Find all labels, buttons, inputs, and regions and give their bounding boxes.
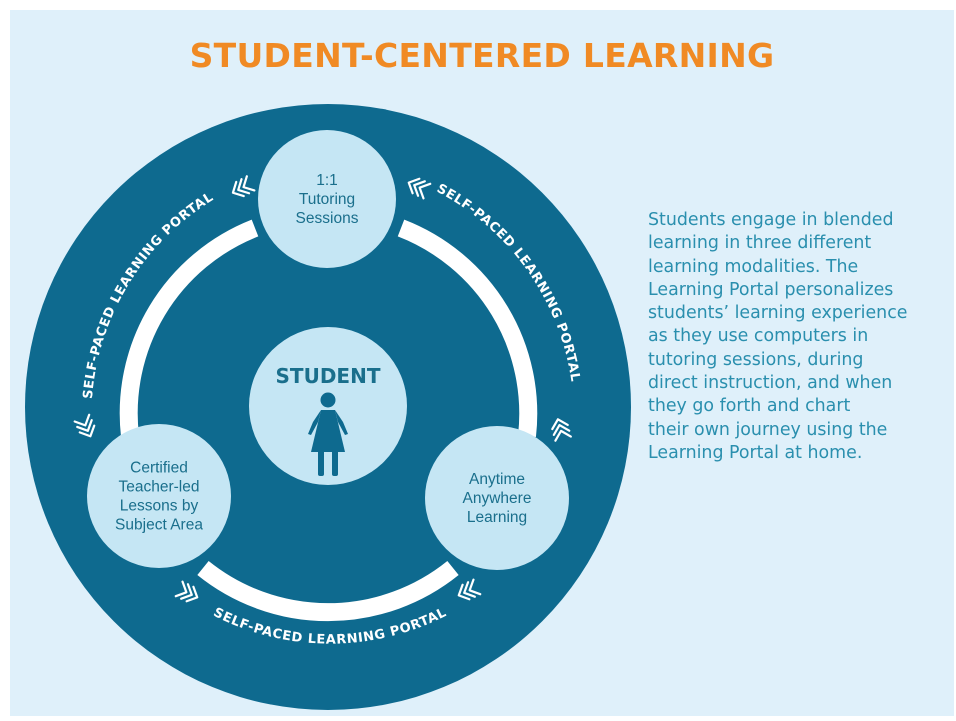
page-title: STUDENT-CENTERED LEARNING — [189, 36, 775, 75]
node-label-line: Anytime — [469, 471, 525, 488]
node-label-line: Teacher-led — [119, 479, 200, 496]
center-student: STUDENT — [249, 327, 407, 485]
node-label-line: Certified — [130, 460, 188, 477]
node-label-line: 1:1 — [316, 172, 338, 189]
track-arc-right — [397, 219, 538, 438]
node-label-line: Learning — [467, 509, 527, 526]
node-label-line: Tutoring — [299, 191, 355, 208]
chevron-arrows-icon — [457, 578, 482, 601]
node-label-line: Lessons by — [120, 498, 199, 515]
white-track — [119, 219, 538, 622]
node-label-line: Anywhere — [463, 490, 532, 507]
chevron-arrows-icon — [231, 175, 256, 198]
center-label: STUDENT — [276, 364, 381, 388]
chevron-arrows-icon — [73, 413, 96, 438]
node-label-line: Sessions — [296, 210, 359, 227]
description-text: Students engage in blended learning in t… — [648, 210, 908, 463]
node-label-line: Subject Area — [115, 517, 203, 534]
chevron-arrows-icon — [407, 177, 432, 200]
chevron-arrows-icon — [551, 418, 572, 442]
chevron-arrows-icon — [174, 580, 199, 603]
track-arc-bottom — [197, 560, 459, 622]
track-arc-left — [119, 219, 259, 438]
student-figure-icon — [308, 392, 348, 476]
